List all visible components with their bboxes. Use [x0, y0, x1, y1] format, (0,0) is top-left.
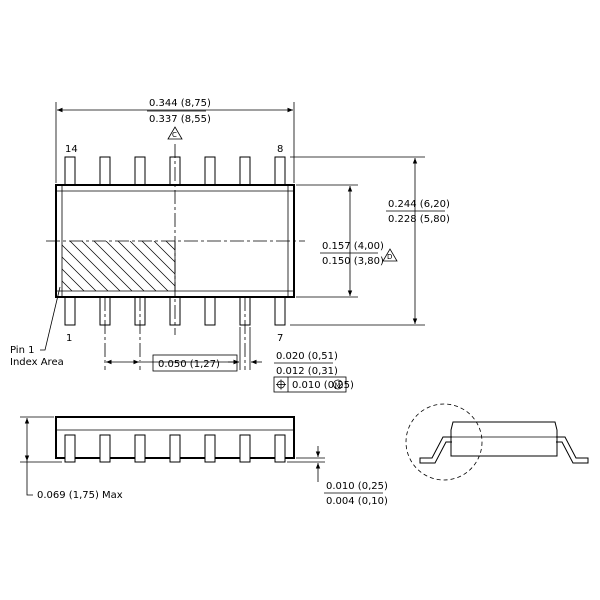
pitch-value: 0.050 (1,27): [158, 359, 220, 370]
note-d-triangle: D: [382, 248, 398, 262]
pin-7-label: 7: [277, 333, 283, 344]
overall-width-min-value: 0.228 (5,80): [388, 214, 450, 225]
body-width-max-value: 0.157 (4,00): [322, 241, 384, 252]
pin: [239, 156, 251, 188]
side-view: 0.069 (1,75) Max 0.010 (0,25) 0.004 (0,1…: [20, 416, 388, 507]
lead-width-max-value: 0.020 (0,51): [276, 351, 338, 362]
pin1-leader: [40, 286, 61, 351]
pin: [99, 156, 111, 188]
length-max-value: 0.344 (8,75): [149, 98, 211, 109]
pin: [134, 156, 146, 188]
pin: [274, 294, 286, 326]
body-width-min-value: 0.150 (3,80): [322, 256, 384, 267]
length-min-value: 0.337 (8,55): [149, 114, 211, 125]
end-view-body: [450, 421, 558, 457]
pin: [64, 294, 76, 326]
overall-width-max-value: 0.244 (6,20): [388, 199, 450, 210]
pin-1-label: 1: [66, 333, 72, 344]
top-view: 14 8 1 7 0.344 (8,75) 0.337 (8,55) C 0.2…: [10, 98, 450, 393]
height-max-value: 0.069 (1,75) Max: [37, 490, 123, 501]
tolerance-modifier-label: M: [335, 382, 341, 390]
pin-8-label: 8: [277, 144, 283, 155]
pin1-label: Pin 1: [10, 345, 34, 356]
side-view-leads: [64, 434, 286, 463]
pin-14-label: 14: [65, 144, 78, 155]
pin1-index-area: [62, 241, 175, 291]
standoff-min-value: 0.004 (0,10): [326, 496, 388, 507]
note-d-label: D: [387, 253, 392, 261]
detail-circle: [405, 403, 483, 481]
note-c-triangle: C: [167, 126, 183, 140]
pin: [204, 156, 216, 188]
lead-width-min-value: 0.012 (0,31): [276, 366, 338, 377]
index-area-label: Index Area: [10, 357, 64, 368]
right-gull-wing-lead: [556, 436, 589, 464]
position-tolerance-frame: 0.010 (0,25) M: [273, 376, 354, 393]
pin: [274, 156, 286, 188]
pin: [204, 294, 216, 326]
standoff-max-value: 0.010 (0,25): [326, 481, 388, 492]
left-gull-wing-lead: [419, 436, 452, 464]
pin: [64, 156, 76, 188]
tolerance-value: 0.010 (0,25): [292, 380, 354, 391]
end-view-detail: [405, 403, 589, 481]
note-c-label: C: [172, 131, 177, 139]
